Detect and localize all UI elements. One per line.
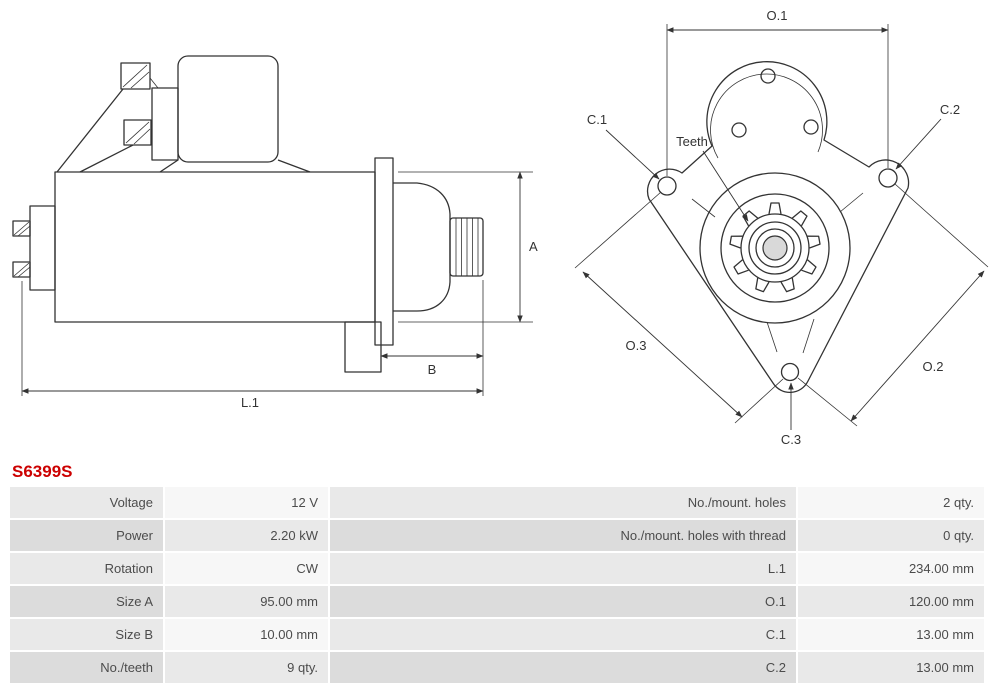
spec-label-mount-holes-thread: No./mount. holes with thread — [330, 520, 796, 551]
dim-label-c3: C.3 — [781, 432, 801, 447]
label-teeth: Teeth — [676, 134, 708, 149]
spec-label-c1: C.1 — [330, 619, 796, 650]
spec-label-size-b: Size B — [10, 619, 163, 650]
foot-bracket — [344, 321, 382, 373]
starter-side-view: A B L.1 — [12, 55, 538, 410]
boss-right — [803, 119, 819, 135]
starter-front-view: O.1 C.1 C.2 Teeth C.3 O.3 O.2 — [574, 8, 989, 447]
spline-gear — [729, 202, 821, 293]
spec-value-teeth: 9 qty. — [165, 652, 328, 683]
spec-label-teeth: No./teeth — [10, 652, 163, 683]
dim-label-l1: L.1 — [241, 395, 259, 410]
solenoid-flange — [151, 87, 179, 161]
mounting-flange — [646, 61, 910, 394]
housing-circle — [699, 172, 851, 324]
mounting-hole-c2 — [878, 168, 898, 188]
spec-table: Voltage 12 V No./mount. holes 2 qty. Pow… — [10, 487, 990, 683]
spec-value-size-a: 95.00 mm — [165, 586, 328, 617]
spec-value-l1: 234.00 mm — [798, 553, 984, 584]
spec-value-size-b: 10.00 mm — [165, 619, 328, 650]
terminal-stud-bottom — [123, 119, 152, 146]
spec-value-c2: 13.00 mm — [798, 652, 984, 683]
spec-value-power: 2.20 kW — [165, 520, 328, 551]
spec-value-c1: 13.00 mm — [798, 619, 984, 650]
rear-bracket — [29, 205, 56, 291]
technical-drawing: A B L.1 — [12, 8, 989, 447]
spec-label-l1: L.1 — [330, 553, 796, 584]
mounting-hole-c3 — [780, 362, 800, 382]
pinion-gear — [449, 217, 484, 277]
dim-label-a: A — [529, 239, 538, 254]
spec-label-power: Power — [10, 520, 163, 551]
spec-value-rotation: CW — [165, 553, 328, 584]
terminal-stud-top — [120, 62, 151, 90]
spec-label-c2: C.2 — [330, 652, 796, 683]
spec-value-voltage: 12 V — [165, 487, 328, 518]
motor-body — [54, 171, 376, 323]
spec-value-mount-holes-thread: 0 qty. — [798, 520, 984, 551]
solenoid — [177, 55, 279, 163]
spec-label-voltage: Voltage — [10, 487, 163, 518]
dim-label-c2: C.2 — [940, 102, 960, 117]
shaft-bore — [762, 235, 788, 261]
spec-label-o1: O.1 — [330, 586, 796, 617]
dim-label-o1: O.1 — [767, 8, 788, 23]
drive-end-housing — [393, 182, 451, 312]
dim-label-o3: O.3 — [626, 338, 647, 353]
dim-label-o2: O.2 — [923, 359, 944, 374]
mounting-hole-c1 — [657, 176, 677, 196]
top-tab-hole — [760, 68, 776, 84]
boss-left — [731, 122, 747, 138]
spec-label-rotation: Rotation — [10, 553, 163, 584]
rear-bolt-top — [12, 220, 31, 237]
mounting-plate — [374, 157, 394, 346]
spec-label-mount-holes: No./mount. holes — [330, 487, 796, 518]
rear-bolt-bottom — [12, 261, 31, 278]
spec-value-o1: 120.00 mm — [798, 586, 984, 617]
dim-label-b: B — [428, 362, 437, 377]
spec-value-mount-holes: 2 qty. — [798, 487, 984, 518]
part-number: S6399S — [12, 462, 73, 481]
dim-label-c1: C.1 — [587, 112, 607, 127]
spec-label-size-a: Size A — [10, 586, 163, 617]
